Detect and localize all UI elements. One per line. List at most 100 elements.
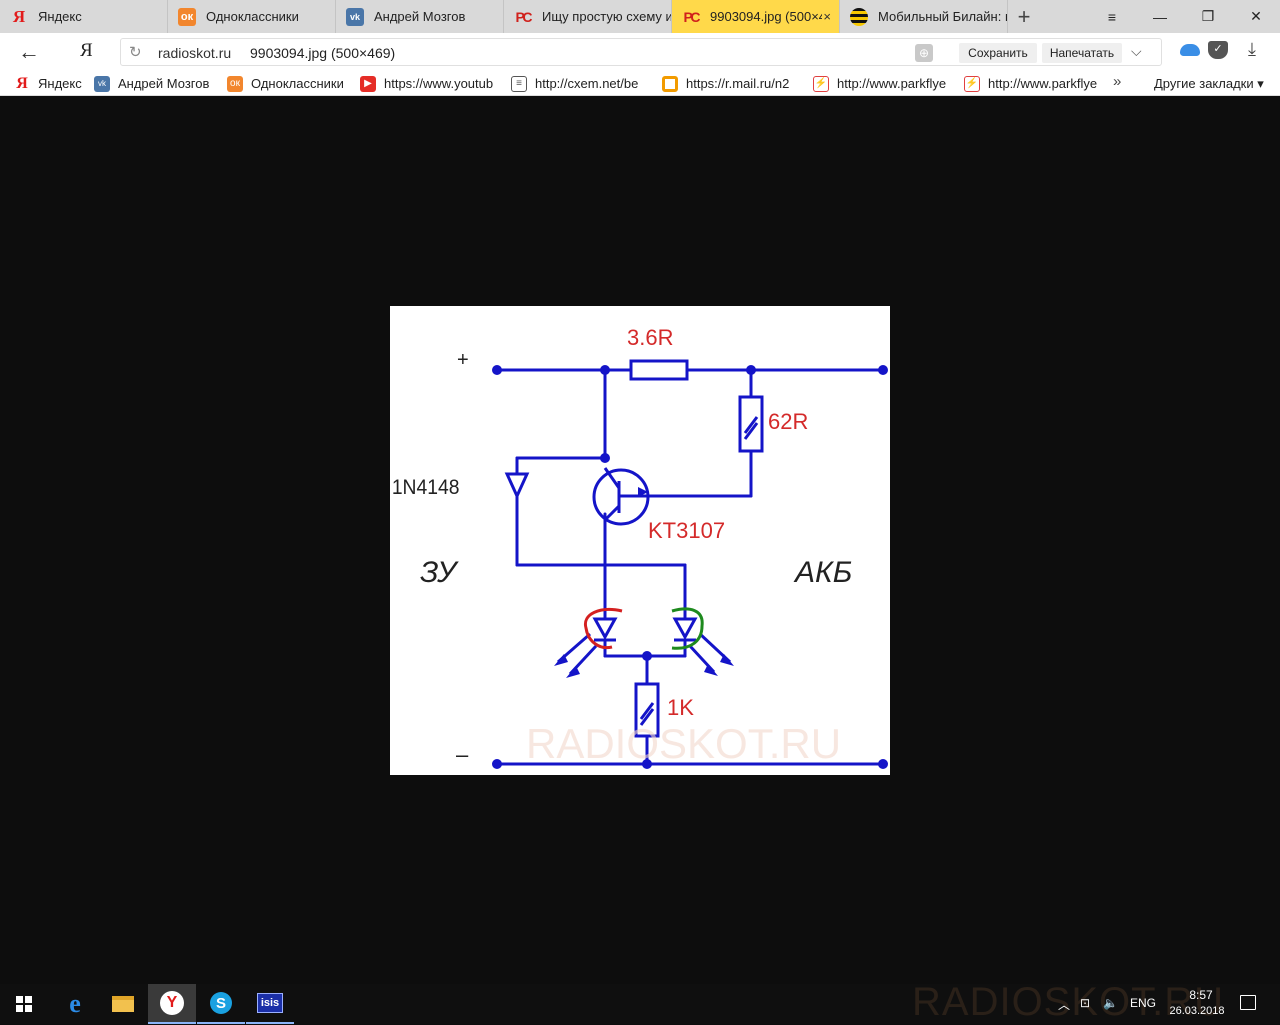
junction-dot [642,759,652,769]
radiokot-icon: РС [683,8,700,25]
odnoklassniki-icon: ок [227,75,243,92]
yandex-browser-icon: Y [160,991,184,1015]
diode-label: 1N4148 [392,476,460,499]
parkflyer-icon: ⚡ [964,75,980,92]
tab-yandex[interactable]: Я Яндекс [0,0,168,33]
bookmark-cxem[interactable]: ≡ http://cxem.net/be [511,75,645,92]
transistor-label: KT3107 [648,518,725,543]
yandex-icon: Я [16,75,28,92]
other-bookmarks-button[interactable]: Другие закладки ▾ [1154,76,1264,91]
taskbar-skype[interactable]: S [197,984,245,1024]
bookmark-label: http://cxem.net/be [535,76,639,91]
yandex-home-button[interactable]: Я [80,40,93,61]
taskbar-yandex-browser[interactable]: Y [148,984,196,1024]
charger-label: ЗУ [420,556,459,589]
new-tab-button[interactable]: + [1017,3,1031,29]
diode-1n4148 [504,472,530,500]
bookmark-label: https://r.mail.ru/n2 [686,76,790,91]
tab-vk[interactable]: vk Андрей Мозгов [336,0,504,33]
arrowhead [638,487,648,497]
resistor-3-6r [629,359,689,381]
network-icon[interactable]: ⊡ [1080,996,1091,1010]
junction-dot [600,365,610,375]
tab-bar: Я Яндекс ок Одноклассники vk Андрей Мозг… [0,0,1280,33]
tray-chevron-icon[interactable]: ︿ [1058,998,1071,1012]
junction-dot [600,453,610,463]
image-viewport: RADIOSKOT.RU + – 3.6R 62R 1K KT3107 1N41… [0,97,1280,983]
tab-forum[interactable]: РС Ищу простую схему и [504,0,672,33]
tab-odnoklassniki[interactable]: ок Одноклассники [168,0,336,33]
arrowhead [704,664,718,676]
menu-icon[interactable]: ≡ [1107,8,1117,25]
print-button[interactable]: Напечатать [1042,43,1122,63]
windows-icon [16,996,32,1012]
download-icon[interactable]: ⤓ [1248,39,1256,59]
tab-beeline[interactable]: Мобильный Билайн: м [840,0,1008,33]
parkflyer-icon: ⚡ [813,75,829,92]
tab-title: Мобильный Билайн: м [878,9,1007,24]
taskbar-isis[interactable]: isis [246,984,294,1024]
bookmark-odnoklassniki[interactable]: ок Одноклассники [227,75,349,92]
circuit-schematic: RADIOSKOT.RU + – 3.6R 62R 1K KT3107 1N41… [392,325,888,769]
led-red [592,617,618,641]
minimize-icon[interactable]: — [1153,8,1167,25]
resistor-62r [738,395,764,453]
schematic-image[interactable]: RADIOSKOT.RU + – 3.6R 62R 1K KT3107 1N41… [390,306,890,775]
bookmark-mailru[interactable]: https://r.mail.ru/n2 [662,75,794,92]
resistor-mark [639,702,655,720]
minus-label: – [456,742,469,767]
mailru-icon [662,75,678,92]
notifications-icon[interactable] [1240,995,1256,1010]
terminal-dot [492,759,502,769]
save-button[interactable]: Сохранить [959,43,1037,63]
reload-icon[interactable]: ↻ [129,44,142,61]
clock-date[interactable]: 26.03.2018 [1169,1005,1225,1017]
cloud-extension-icon[interactable] [1180,44,1200,56]
arrowhead [554,654,568,666]
language-indicator[interactable]: ENG [1130,996,1157,1010]
terminal-dot [878,365,888,375]
bookmark-parkflyer-1[interactable]: ⚡ http://www.parkflye [813,75,949,92]
tab-image-active[interactable]: РС 9903094.jpg (500×4 × [672,0,840,33]
bookmark-yandex[interactable]: Я Яндекс [14,75,84,92]
battery-label: АКБ [793,556,852,589]
volume-icon[interactable]: 🔈 [1103,996,1118,1010]
terminal-dot [878,759,888,769]
resistor-62r-label: 62R [768,409,808,434]
screen-watermark: RADIOSKOT.RU [912,980,1225,1024]
bookmark-parkflyer-2[interactable]: ⚡ http://www.parkflye [964,75,1100,92]
close-window-icon[interactable]: ✕ [1250,8,1262,24]
window-controls: ≡ — ❐ ✕ [1088,0,1280,33]
bookmark-vk[interactable]: vk Андрей Мозгов [94,75,218,92]
clock-time[interactable]: 8:57 [1189,988,1213,1002]
odnoklassniki-icon: ок [178,7,196,26]
bookmark-label: http://www.parkflye [837,76,947,91]
taskbar-edge[interactable]: e [51,984,99,1024]
bookmark-label: Андрей Мозгов [118,76,210,91]
url-host[interactable]: radioskot.ru [158,45,232,61]
start-button[interactable] [0,984,48,1024]
resistor-1k [634,682,660,738]
close-tab-icon[interactable]: × [823,9,831,24]
restore-icon[interactable]: ❐ [1201,8,1215,24]
bookmark-label: Одноклассники [251,76,344,91]
back-icon[interactable]: ← [18,39,40,64]
address-toolbar: ← Я ↻ radioskot.ru 9903094.jpg (500×469)… [0,33,1280,70]
resistor-3-6r-label: 3.6R [627,325,673,350]
address-field[interactable]: ↻ radioskot.ru 9903094.jpg (500×469) ⊕ С… [120,38,1162,66]
bookmark-label: http://www.parkflye [988,76,1098,91]
folder-icon [112,996,134,1012]
beeline-icon [850,7,868,26]
site-info-icon[interactable]: ⊕ [915,44,933,62]
pocket-extension-icon[interactable]: ✓ [1208,41,1228,59]
transistor-emitter [603,467,621,489]
skype-icon: S [210,992,232,1014]
tab-title: Яндекс [38,9,82,24]
more-bookmarks-icon[interactable]: » [1113,73,1122,90]
taskbar-explorer[interactable] [99,984,147,1024]
bookmark-youtube[interactable]: ▶ https://www.youtub [360,75,494,92]
isis-icon: isis [257,993,283,1013]
url-path[interactable]: 9903094.jpg (500×469) [250,45,396,61]
chevron-down-icon[interactable]: ⌵ [1131,43,1142,59]
resistor-mark [639,708,655,726]
